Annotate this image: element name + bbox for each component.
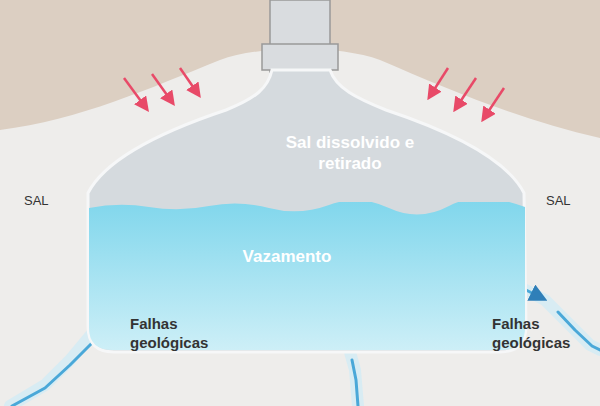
cavern-label: Sal dissolvido e retirado [270, 132, 430, 174]
leak-label: Vazamento [197, 246, 377, 267]
region-label: SAL [24, 192, 64, 209]
well-collar [262, 44, 338, 70]
fault-label: Falhas geológicas [130, 314, 230, 352]
cavern: Sal dissolvido e retiradoVazamento [86, 68, 528, 356]
fault-label: Falhas geológicas [492, 314, 592, 352]
region-label: SAL [546, 192, 586, 209]
